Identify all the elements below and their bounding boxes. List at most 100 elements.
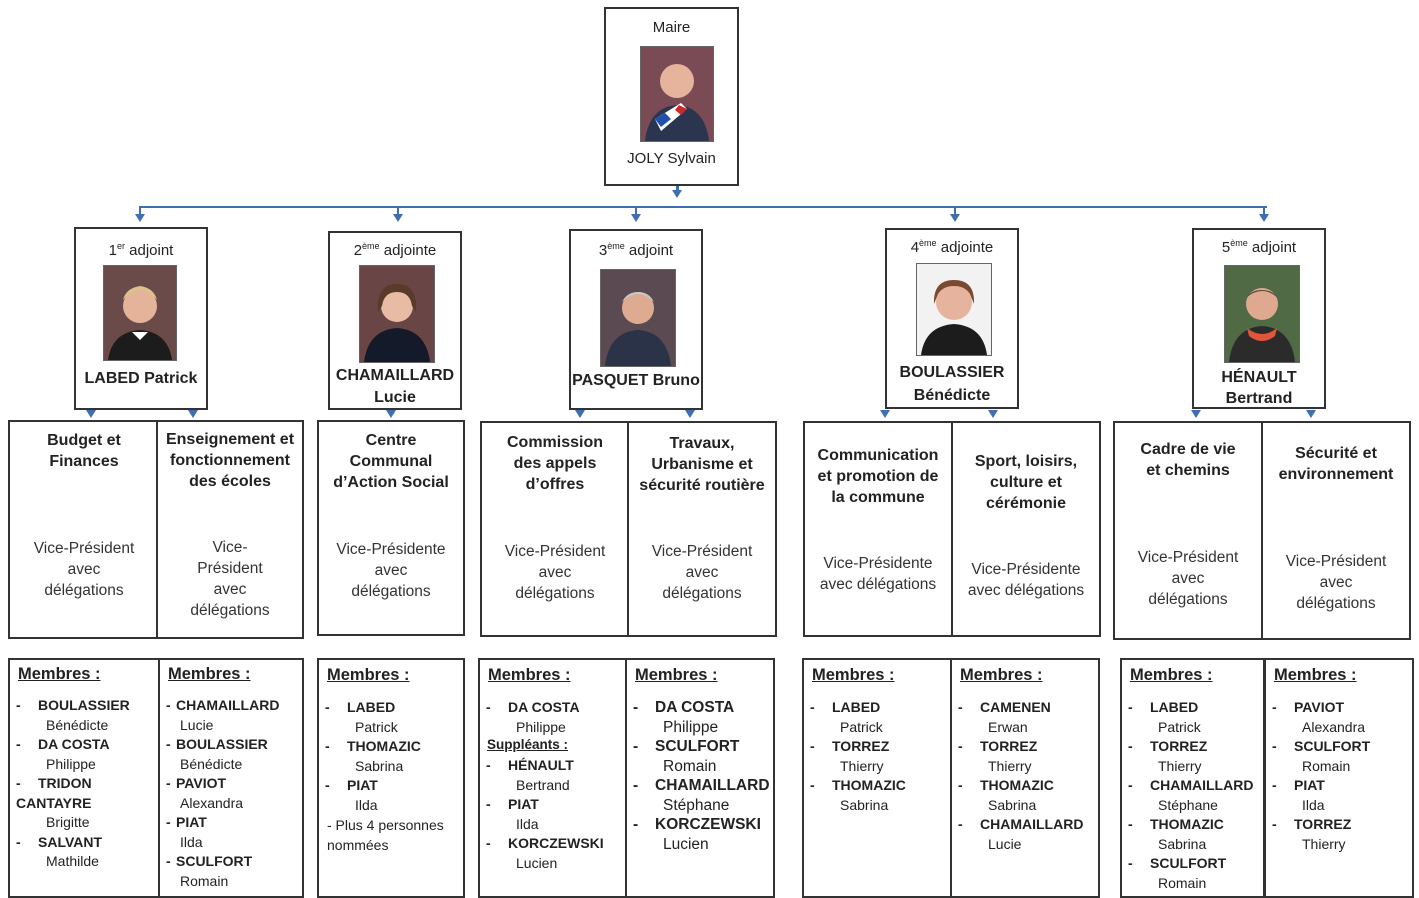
connector [139,206,141,216]
member-lastname: -PIAT [486,796,539,812]
members-note: - Plus 4 personnes nommées [327,817,444,853]
member-item: -PIAT Ilda [1272,776,1410,815]
members-heading: Membres : [168,665,251,683]
role-suffix: adjoint [124,242,174,259]
members-heading: Membres : [1274,666,1357,684]
portrait-image [1225,266,1299,362]
member-firstname: Patrick [1158,718,1201,735]
members-heading: Membres : [812,666,895,684]
member-firstname: Romain [1302,757,1351,774]
connector [954,206,956,216]
role-superscript: ème [362,241,380,251]
member-firstname: Ilda [355,796,378,813]
member-firstname: Lucien [663,835,709,853]
role-number: 1 [108,242,117,259]
role-superscript: er [116,241,125,251]
arrow-icon [135,214,145,222]
domain-box: Commission des appels d’offres Vice-Prés… [480,421,630,637]
adjoint-1-box: 1er adjoint LABED Patrick [74,227,208,410]
adjoint-5-box: 5ème adjoint HÉNAULT Bertrand [1192,228,1326,409]
member-lastname: -KORCZEWSKI [486,835,604,851]
member-firstname: Philippe [516,718,566,735]
domain-title: Travaux, Urbanisme et sécurité routière [639,435,765,494]
member-lastname: -DA COSTA [16,736,110,752]
portrait-image [917,264,991,355]
arrow-icon [393,214,403,222]
arrow-icon [988,410,998,418]
domain-box: Enseignement et fonctionnement des école… [156,420,304,639]
portrait-image [104,266,176,360]
member-lastname: -PIAT [1272,777,1325,793]
arrow-icon [880,410,890,418]
member-firstname: Ilda [180,833,203,850]
member-lastname: -LABED [325,699,396,715]
member-firstname: Ilda [516,815,539,832]
role-suffix: adjointe [379,242,437,259]
portrait-image [601,270,675,366]
domain-role: Vice-Présidente avec délégations [819,555,937,593]
domain-title: Enseignement et fonctionnement des école… [165,431,295,490]
adjoint-name: LABED Patrick [84,370,198,387]
domain-role: Vice-Président avec délégations [504,543,606,602]
domain-role: Vice-Présidente avec délégations [967,561,1085,599]
domain-role: Vice-Président avec délégations [651,543,753,602]
domain-role: Vice-Président avec délégations [190,539,270,619]
role-superscript: ème [1230,238,1248,248]
adjoint-role: 1er adjoint [76,241,206,259]
members-heading: Membres : [635,666,718,684]
member-firstname: Thierry [1302,835,1346,852]
arrow-icon [188,410,198,418]
member-lastname: -DA COSTA [633,699,735,716]
domain-role: Vice-Président avec délégations [1137,549,1239,608]
mayor-name: JOLY Sylvain [627,150,716,167]
member-lastname: -SALVANT [16,833,103,850]
connector [635,206,637,216]
member-item: -LABED Patrick [325,698,461,737]
member-lastname: -THOMAZIC [1128,816,1224,832]
domain-box: Communication et promotion de la commune… [803,421,953,637]
members-heading: Membres : [18,665,101,683]
member-firstname: Bénédicte [46,716,109,733]
members-heading: Membres : [960,666,1043,684]
connector [139,206,1267,208]
member-lastname: -TORREZ [958,738,1038,754]
member-lastname: -TRIDON CANTAYRE [16,775,92,811]
adjoint-3-box: 3ème adjoint PASQUET Bruno [569,229,703,410]
domain-box: Sport, loisirs, culture et cérémonie Vic… [951,421,1101,637]
member-lastname: -BOULASSIER [166,736,268,752]
member-firstname: Patrick [840,718,883,735]
member-lastname: -CHAMAILLARD [633,777,770,794]
adjoint-name: CHAMAILLARD [335,367,455,384]
portrait-image [641,47,713,141]
member-firstname: Stéphane [1158,796,1218,813]
domain-box: Cadre de vie et chemins Vice-Président a… [1113,421,1263,640]
domain-title: Budget et Finances [47,432,121,470]
member-firstname: Bénédicte [180,755,243,772]
member-firstname: Alexandra [1302,718,1366,735]
adjoint-4-box: 4ème adjointe BOULASSIER Bénédicte [885,228,1019,409]
member-firstname: Ilda [1302,796,1325,813]
member-firstname: Thierry [1158,757,1202,774]
adjoint-photo [600,269,676,367]
member-firstname: Patrick [355,718,398,735]
